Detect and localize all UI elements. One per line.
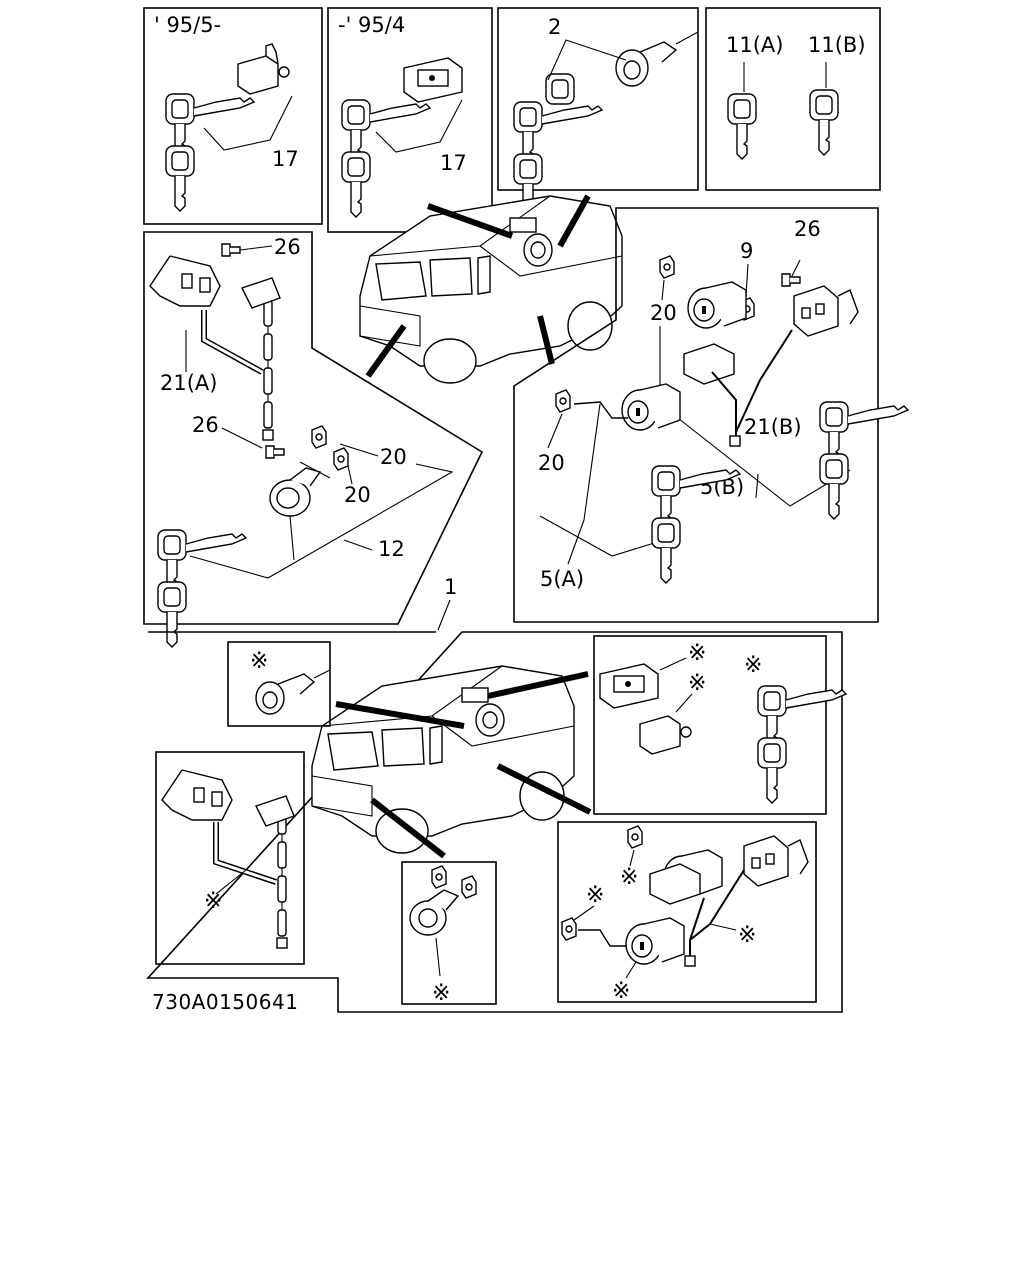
label-1: 1	[444, 575, 457, 599]
panel-95-5: ' 95/5- 17	[143, 7, 323, 225]
label-20a: 20	[380, 445, 407, 469]
asterisk-10: ※	[612, 979, 630, 1004]
label-26c: 26	[794, 217, 821, 241]
label-20d: 20	[538, 451, 565, 475]
label-21b: 21(B)	[744, 415, 802, 439]
label-date-from: ' 95/5-	[154, 13, 221, 37]
asterisk-5: ※	[688, 671, 706, 696]
asterisk-3: ※	[432, 981, 450, 1006]
label-26a: 26	[274, 235, 301, 259]
asterisk-6: ※	[744, 653, 762, 678]
label-17a: 17	[272, 147, 299, 171]
panel-rear-lock: 26 21(A) 26 20 20 12	[143, 231, 484, 647]
label-21a: 21(A)	[160, 371, 217, 395]
label-17b: 17	[440, 151, 467, 175]
label-20b: 20	[344, 483, 371, 507]
panel-ignition: 2	[497, 7, 699, 219]
vehicle-top	[359, 194, 623, 384]
panel-door-locks: 26 9 20 21(B) 5(B) 20 5(A)	[513, 207, 908, 623]
label-11b: 11(B)	[808, 33, 866, 57]
asterisk-7: ※	[620, 865, 638, 890]
label-12: 12	[378, 537, 405, 561]
asterisk-4: ※	[688, 641, 706, 666]
label-11a: 11(A)	[726, 33, 783, 57]
label-date-to: -' 95/4	[338, 13, 405, 37]
label-5a: 5(A)	[540, 567, 584, 591]
drawing-code: 730A0150641	[152, 990, 299, 1014]
label-9: 9	[740, 239, 753, 263]
panel-95-4: -' 95/4 17	[327, 7, 493, 233]
panel-keys: 11(A) 11(B)	[705, 7, 881, 191]
panel-assembly: 1 ※ ※ ※ ※ ※ ※ ※	[146, 575, 846, 1013]
asterisk-8: ※	[738, 923, 756, 948]
label-2: 2	[548, 15, 561, 39]
asterisk-2: ※	[204, 889, 222, 914]
asterisk-1: ※	[250, 649, 268, 674]
label-20c: 20	[650, 301, 677, 325]
asterisk-9: ※	[586, 883, 604, 908]
label-26b: 26	[192, 413, 219, 437]
